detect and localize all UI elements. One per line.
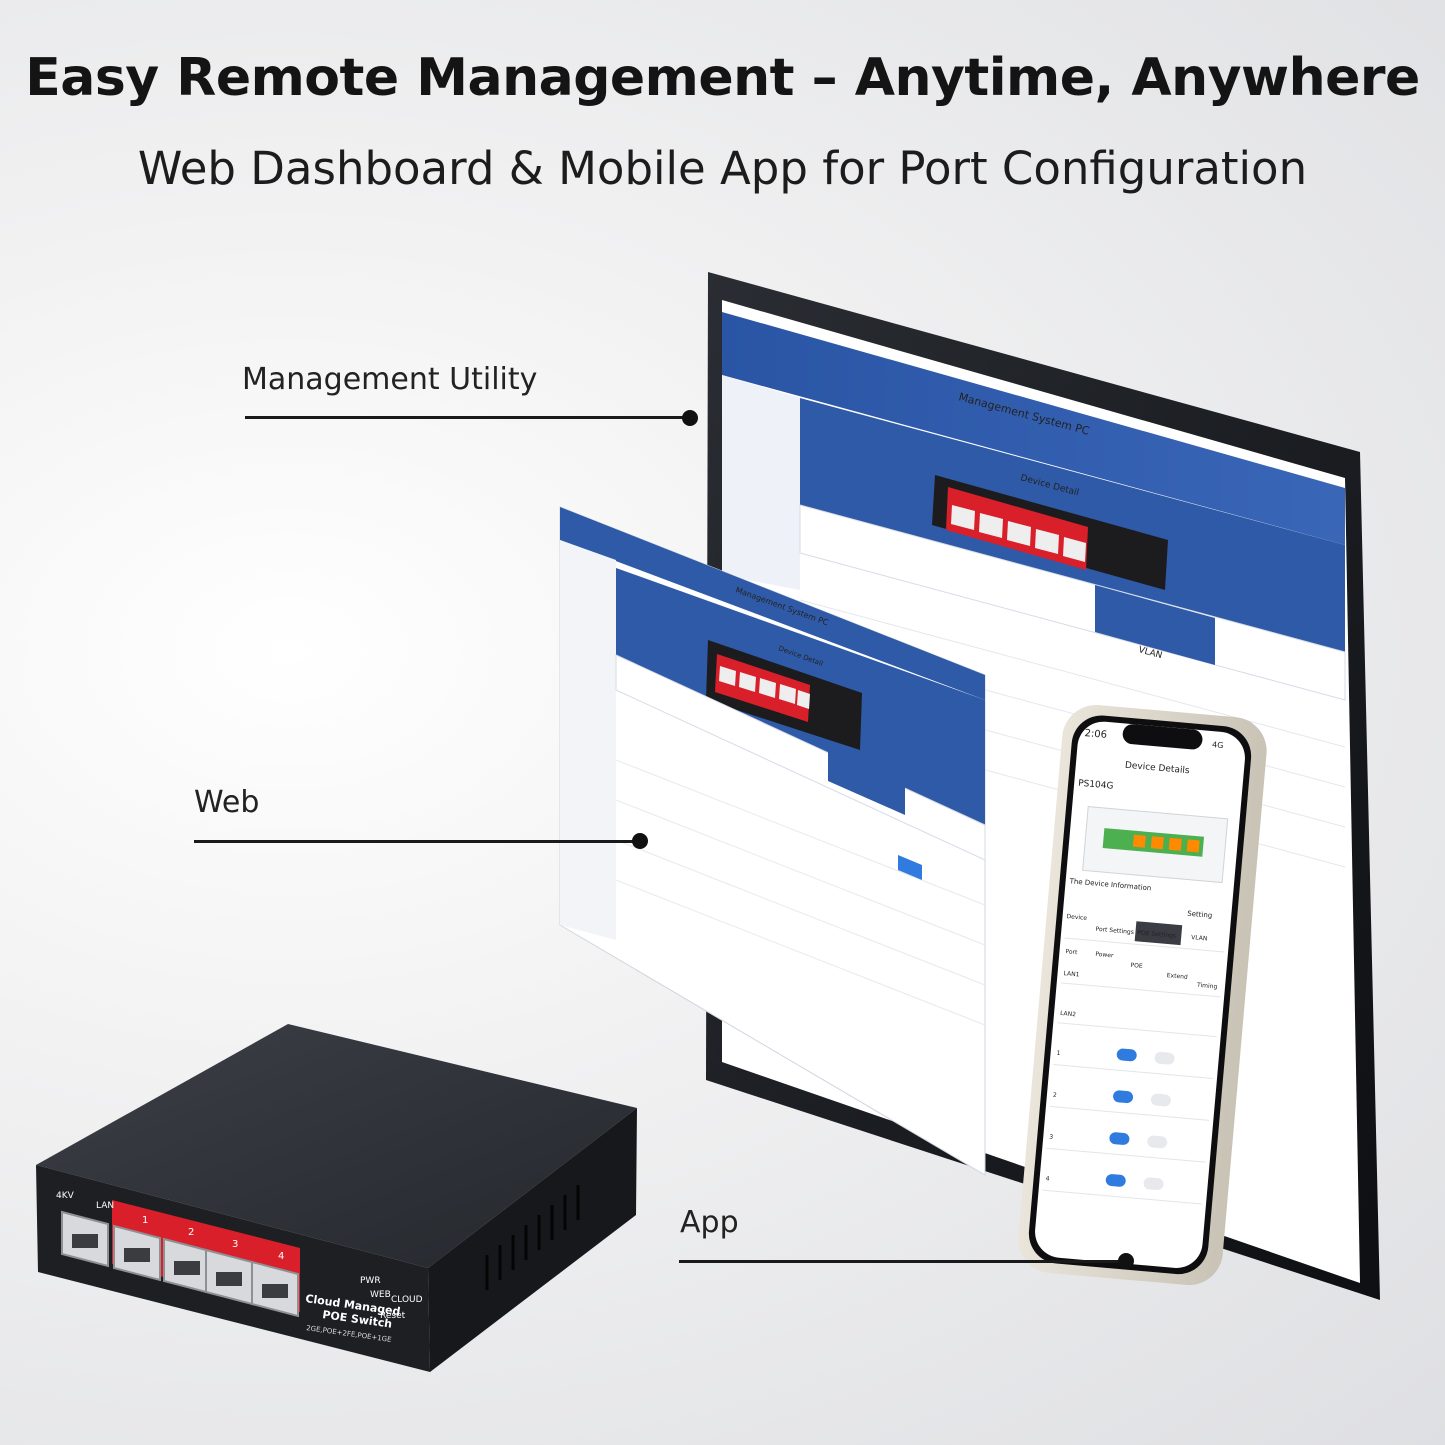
callout-label-web: Web <box>194 785 260 820</box>
label-4kv: 4KV <box>56 1191 75 1201</box>
callout-dot-web <box>632 833 648 849</box>
phone-col-timing: Timing <box>1196 982 1218 991</box>
phone-setting-link[interactable]: Setting <box>1187 910 1213 920</box>
reset-label: Reset <box>380 1311 406 1321</box>
callout-line-app <box>679 1260 1125 1263</box>
phone-row-4: 4 <box>1045 1175 1050 1182</box>
phone-device-name: PS104G <box>1078 779 1114 792</box>
phone-row-1: 1 <box>1056 1050 1061 1057</box>
callout-label-app: App <box>680 1205 739 1240</box>
callout-line-web <box>194 840 640 843</box>
phone-row-2: 2 <box>1053 1092 1058 1099</box>
callout-label-management-utility: Management Utility <box>242 362 538 397</box>
vent-slots <box>485 1185 580 1290</box>
poe-switch: 4KV LAN 1 2 3 4 PWR WEB CLOUD Cloud Mana… <box>36 1024 637 1372</box>
phone-tab-vlan[interactable]: VLAN <box>1191 934 1208 942</box>
phone-signal: 4G <box>1212 740 1224 750</box>
smartphone: 2:06 4G Device Details PS104G The Device… <box>1018 705 1267 1286</box>
page-title: Easy Remote Management – Anytime, Anywhe… <box>25 48 1420 108</box>
callout-dot-app <box>1118 1253 1134 1269</box>
label-web: WEB <box>370 1290 391 1300</box>
label-lan: LAN <box>96 1201 114 1211</box>
phone-time: 2:06 <box>1084 728 1107 741</box>
phone-tab-device[interactable]: Device <box>1066 913 1087 922</box>
phone-col-extend: Extend <box>1166 972 1188 981</box>
phone-tab-poe-settings[interactable]: POE Settings <box>1137 929 1176 939</box>
phone-col-power: Power <box>1095 951 1114 960</box>
callout-line-management-utility <box>245 416 689 419</box>
port-number-3: 3 <box>232 1239 238 1250</box>
poe-toggle-group <box>1105 1048 1175 1191</box>
label-pwr: PWR <box>360 1276 381 1286</box>
phone-row-lan2: LAN2 <box>1060 1010 1077 1018</box>
callout-dot-management-utility <box>682 410 698 426</box>
page-subtitle: Web Dashboard & Mobile App for Port Conf… <box>137 142 1308 195</box>
label-cloud: CLOUD <box>391 1295 423 1305</box>
web-window: Management System PC Device Detail <box>559 506 986 1176</box>
phone-row-3: 3 <box>1049 1133 1054 1140</box>
phone-col-port: Port <box>1065 948 1078 956</box>
phone-col-poe: POE <box>1130 962 1143 970</box>
port-number-1: 1 <box>142 1215 148 1226</box>
port-number-2: 2 <box>188 1227 194 1238</box>
phone-tab-port-settings[interactable]: Port Settings <box>1095 926 1134 936</box>
port-number-4: 4 <box>278 1251 284 1262</box>
phone-row-lan1: LAN1 <box>1063 970 1080 978</box>
